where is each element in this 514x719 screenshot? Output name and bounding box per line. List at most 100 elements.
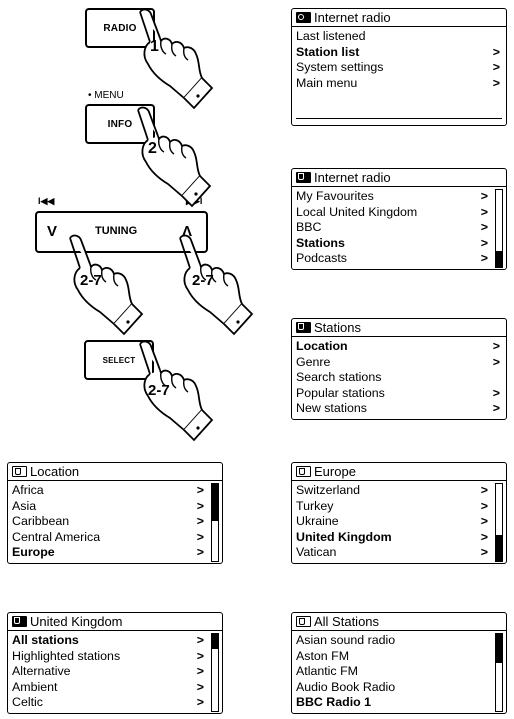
menu-item[interactable]: Highlighted stations > xyxy=(12,649,218,665)
chevron-right-icon: > xyxy=(493,60,500,76)
screen-title: Location xyxy=(30,464,79,480)
menu-item[interactable]: Central America> xyxy=(12,530,218,546)
screen-title: Stations xyxy=(314,320,361,336)
menu-item-label: Turkey xyxy=(296,499,333,515)
menu-item[interactable]: Main menu> xyxy=(296,76,502,92)
menu-item-label: Alternative xyxy=(12,664,71,680)
chevron-right-icon: > xyxy=(197,545,204,561)
previous-track-icon: I◀◀ xyxy=(38,196,54,207)
menu-item[interactable]: Search stations xyxy=(296,370,502,386)
menu-item[interactable]: Local United Kingdom> xyxy=(296,205,502,221)
screen-title: United Kingdom xyxy=(30,614,123,630)
menu-item[interactable]: Audio Book Radio xyxy=(296,680,502,696)
menu-item-label: Last listened xyxy=(296,29,366,45)
menu-item-label: Central America xyxy=(12,530,100,546)
menu-item-label: BBC xyxy=(296,220,321,236)
menu-item[interactable]: My Favourites> xyxy=(296,189,502,205)
menu-item[interactable]: Genre > xyxy=(296,355,502,371)
menu-item[interactable]: Asia> xyxy=(12,499,218,515)
scrollbar-thumb[interactable] xyxy=(496,251,503,267)
menu-item[interactable]: Atlantic FM xyxy=(296,664,502,680)
menu-item[interactable]: Aston FM xyxy=(296,649,502,665)
menu-item-label: Genre xyxy=(296,355,330,371)
radio-icon xyxy=(296,616,311,627)
menu-item[interactable]: Caribbean> xyxy=(12,514,218,530)
menu-list: All stations>Highlighted stations>Altern… xyxy=(8,631,222,711)
menu-item[interactable]: BBC > xyxy=(296,220,502,236)
menu-item-label: Switzerland xyxy=(296,483,360,499)
step-number-tuning-down: 2-7 xyxy=(80,272,102,289)
menu-item-label: Celtic xyxy=(12,695,43,711)
menu-label: • MENU xyxy=(88,90,124,101)
menu-item[interactable]: System settings> xyxy=(296,60,502,76)
chevron-right-icon: > xyxy=(493,45,500,61)
menu-item[interactable]: United Kingdom> xyxy=(296,530,502,546)
menu-item-label: All stations xyxy=(12,633,79,649)
menu-item[interactable]: Popular stations> xyxy=(296,386,502,402)
chevron-right-icon: > xyxy=(481,220,488,236)
step-number-tuning-up: 2-7 xyxy=(192,272,214,289)
scrollbar[interactable] xyxy=(211,633,219,712)
menu-item[interactable]: Station list > xyxy=(296,45,502,61)
menu-item[interactable]: Last listened xyxy=(296,29,502,45)
menu-item[interactable]: Switzerland> xyxy=(296,483,502,499)
menu-item[interactable]: Vatican> xyxy=(296,545,502,561)
menu-item-label: Europe xyxy=(12,545,55,561)
scrollbar-thumb[interactable] xyxy=(496,535,503,561)
menu-item-label: United Kingdom xyxy=(296,530,392,546)
menu-item[interactable]: Europe > xyxy=(12,545,218,561)
chevron-right-icon: > xyxy=(493,339,500,355)
menu-item-label: Asian sound radio xyxy=(296,633,395,649)
menu-item[interactable]: Asian sound radio xyxy=(296,633,502,649)
menu-item-label: Highlighted stations xyxy=(12,649,120,665)
menu-item[interactable]: Africa> xyxy=(12,483,218,499)
chevron-right-icon: > xyxy=(493,401,500,417)
menu-item-label: Aston FM xyxy=(296,649,349,665)
menu-item[interactable]: Turkey> xyxy=(296,499,502,515)
scrollbar[interactable] xyxy=(211,483,219,562)
chevron-right-icon: > xyxy=(481,205,488,221)
tuning-down-button[interactable]: V xyxy=(47,223,57,240)
menu-item-label: Asia xyxy=(12,499,36,515)
scrollbar[interactable] xyxy=(495,633,503,712)
menu-item[interactable]: All stations> xyxy=(12,633,218,649)
screen-location: Location Africa>Asia>Caribbean>Central A… xyxy=(7,462,223,564)
chevron-right-icon: > xyxy=(197,649,204,665)
chevron-right-icon: > xyxy=(481,189,488,205)
screen-internet-radio-main: Internet radio Last listenedStation list… xyxy=(291,8,507,126)
chevron-right-icon: > xyxy=(481,514,488,530)
menu-item-label: New stations xyxy=(296,401,367,417)
menu-item[interactable]: Stations> xyxy=(296,236,502,252)
menu-item-label: Popular stations xyxy=(296,386,385,402)
radio-icon xyxy=(12,616,27,627)
menu-item[interactable]: BBC Radio 1 xyxy=(296,695,502,711)
menu-list: Africa>Asia>Caribbean>Central America>Eu… xyxy=(8,481,222,561)
menu-item-label: BBC Radio 1 xyxy=(296,695,371,711)
menu-item[interactable]: Podcasts> xyxy=(296,251,502,267)
menu-item[interactable]: Ukraine> xyxy=(296,514,502,530)
chevron-right-icon: > xyxy=(493,76,500,92)
internet-radio-icon xyxy=(296,12,311,23)
chevron-right-icon: > xyxy=(481,251,488,267)
menu-item-label: Station list xyxy=(296,45,359,61)
select-button-label: SELECT xyxy=(103,356,136,365)
menu-list: My Favourites>Local United Kingdom>BBC>S… xyxy=(292,187,506,267)
menu-item[interactable]: Location> xyxy=(296,339,502,355)
screen-title-bar: United Kingdom xyxy=(8,613,222,631)
menu-item-label: Africa xyxy=(12,483,44,499)
tuning-label: TUNING xyxy=(95,225,137,237)
menu-item[interactable]: Celtic > xyxy=(12,695,218,711)
menu-item[interactable]: Ambient> xyxy=(12,680,218,696)
menu-item-label: Stations xyxy=(296,236,345,252)
screen-title-bar: Internet radio xyxy=(292,9,506,27)
menu-item[interactable]: New stations > xyxy=(296,401,502,417)
chevron-right-icon: > xyxy=(493,355,500,371)
menu-item-label: Search stations xyxy=(296,370,381,386)
menu-item[interactable]: Alternative> xyxy=(12,664,218,680)
chevron-right-icon: > xyxy=(197,695,204,711)
radio-button-label: RADIO xyxy=(103,23,136,34)
screen-title: Europe xyxy=(314,464,356,480)
